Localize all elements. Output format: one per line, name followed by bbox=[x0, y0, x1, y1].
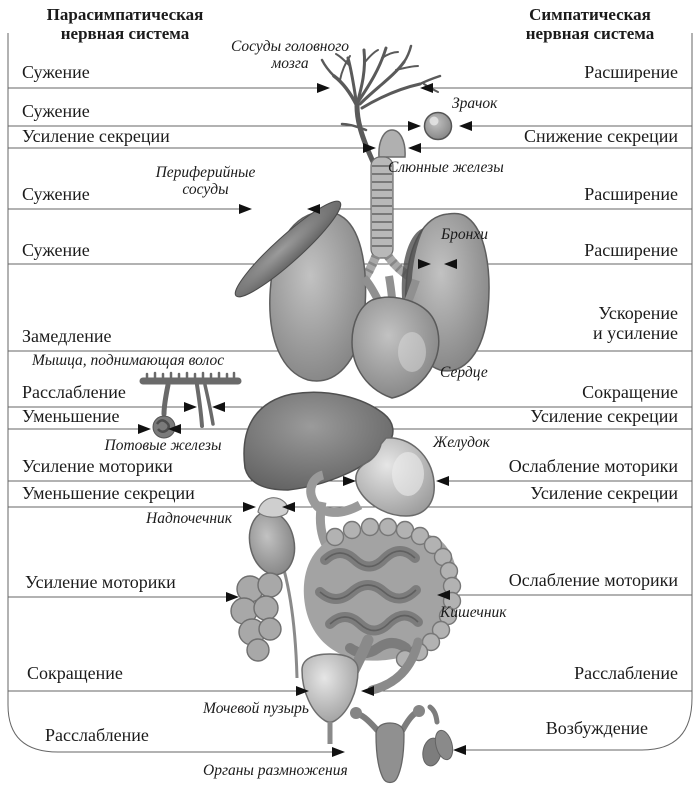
peripheral-vessels-illustration bbox=[234, 200, 342, 298]
right-effect-salivary: Расширение bbox=[584, 184, 678, 204]
intestine-illustration bbox=[303, 517, 462, 669]
right-effect-stomach: Ослабление моторики bbox=[508, 456, 678, 476]
sympathetic-header: Симпатическая нервная система bbox=[525, 5, 655, 43]
organ-label-salivary: Слюнные железы bbox=[388, 159, 504, 176]
anatomy-illustration bbox=[139, 44, 490, 784]
right-effect-sweat: Усиление секреции bbox=[530, 406, 678, 426]
parasympathetic-header: Парасимпатическая нервная система bbox=[46, 5, 204, 43]
left-effect-hair-muscle: Расслабление bbox=[22, 382, 126, 402]
organ-label-brain-vessels: Сосуды головного мозга bbox=[230, 38, 350, 72]
eye-pupil-illustration bbox=[423, 111, 453, 141]
left-effect-sweat: Уменьшение bbox=[22, 406, 120, 426]
right-effect-brain-vessels: Расширение bbox=[584, 62, 678, 82]
heart-illustration bbox=[351, 275, 440, 399]
kidney-adrenal-illustration bbox=[248, 497, 299, 679]
stomach-illustration bbox=[306, 437, 435, 564]
organ-label-intestine: Кишечник bbox=[440, 604, 507, 621]
organ-label-stomach: Желудок bbox=[433, 434, 490, 451]
organ-label-bronchi: Бронхи bbox=[441, 226, 488, 243]
hair-muscle-illustration bbox=[139, 371, 242, 428]
sweat-gland-illustration bbox=[152, 415, 176, 439]
larynx-salivary-illustration bbox=[378, 129, 406, 158]
right-effect-hair-muscle: Сокращение bbox=[582, 382, 678, 402]
left-effect-reproductive: Расслабление bbox=[45, 725, 149, 745]
right-effect-adrenal: Усиление секреции bbox=[530, 483, 678, 503]
arrowhead-icons bbox=[138, 83, 472, 757]
organ-label-pupil: Зрачок bbox=[452, 95, 498, 112]
reproductive-organs-illustration bbox=[350, 704, 454, 784]
sigmoid-mass-illustration bbox=[230, 572, 283, 662]
right-effect-intestine: Ослабление моторики bbox=[508, 570, 678, 590]
left-effect-bladder: Сокращение bbox=[27, 663, 123, 683]
organ-label-heart: Сердце bbox=[440, 364, 488, 381]
left-effect-intestine: Усиление моторики bbox=[25, 572, 176, 592]
organ-label-sweat: Потовые железы bbox=[104, 437, 222, 454]
organ-label-reproductive: Органы размножения bbox=[203, 762, 348, 779]
right-effect-heart: Ускорение и усиление bbox=[593, 303, 678, 343]
left-effect-adrenal: Уменьшение секреции bbox=[22, 483, 195, 503]
organ-label-adrenal: Надпочечник bbox=[146, 510, 233, 527]
right-effect-pupil: Снижение секреции bbox=[523, 126, 678, 146]
right-effect-reproductive: Возбуждение bbox=[545, 718, 648, 738]
left-effect-heart: Замедление bbox=[22, 326, 112, 346]
left-effect-peripheral: Сужение bbox=[22, 184, 90, 204]
bladder-illustration bbox=[301, 653, 359, 744]
left-rail bbox=[7, 33, 333, 753]
right-effect-bladder: Расслабление bbox=[574, 663, 678, 683]
ureter bbox=[282, 569, 299, 679]
left-effect-brain-vessels: Сужение bbox=[22, 62, 90, 82]
right-effect-bronchi: Расширение bbox=[584, 240, 678, 260]
right-rail bbox=[465, 33, 693, 751]
liver-illustration bbox=[243, 391, 394, 491]
organ-label-bladder: Мочевой пузырь bbox=[203, 700, 309, 717]
left-effect-stomach: Усиление моторики bbox=[22, 456, 173, 476]
left-effect-bronchi: Сужение bbox=[22, 240, 90, 260]
organ-label-hair-muscle: Мышца, поднимающая волос bbox=[32, 352, 225, 369]
organ-label-peripheral: Периферийные сосуды bbox=[155, 164, 256, 198]
left-effect-pupil: Сужение bbox=[22, 101, 90, 121]
left-effect-salivary: Усиление секреции bbox=[22, 126, 170, 146]
